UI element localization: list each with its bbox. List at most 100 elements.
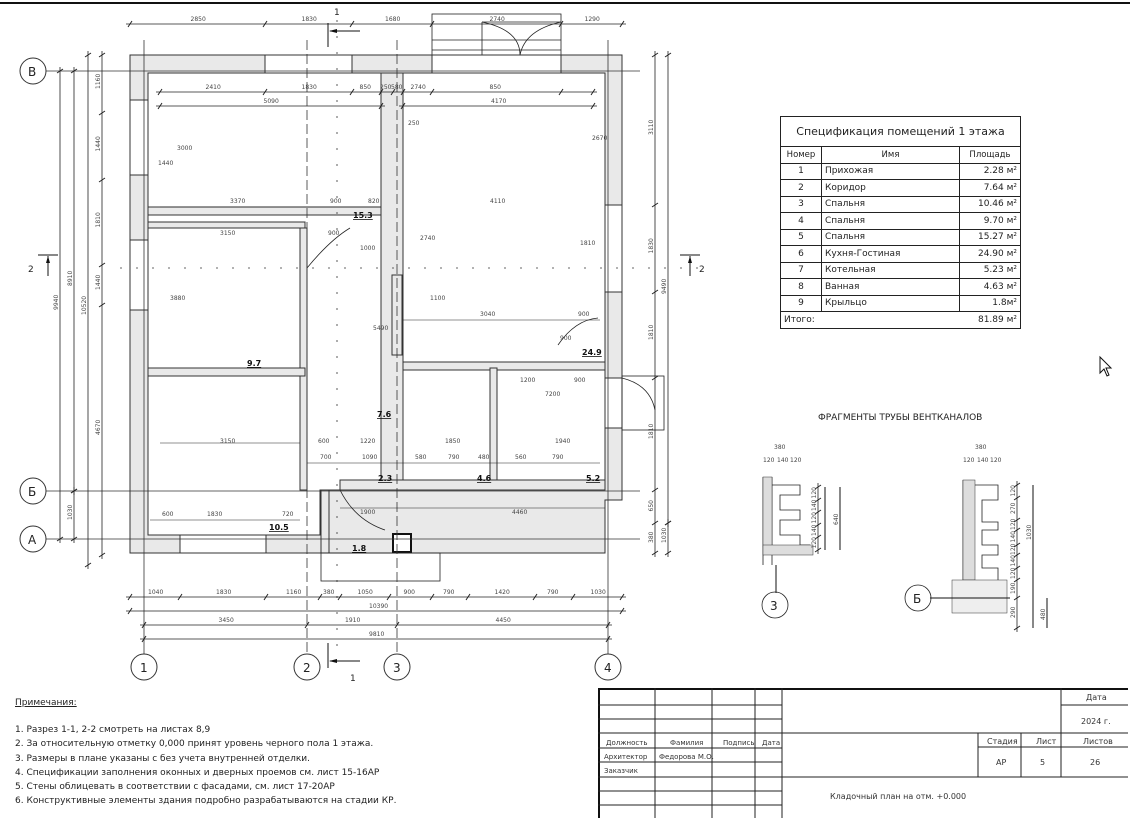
room-number-label: 10.5 xyxy=(269,523,289,532)
dim-text: 650 xyxy=(648,500,655,512)
dim-text: 5090 xyxy=(264,98,279,105)
room-number-label: 24.9 xyxy=(582,348,602,357)
dim-text: 120 xyxy=(1010,543,1017,555)
dim-tick xyxy=(98,302,106,308)
dim-text: 2740 xyxy=(411,84,426,91)
cell-area: 10.46 м² xyxy=(959,195,1021,213)
dim-tick xyxy=(590,88,596,96)
dim-tick xyxy=(349,88,355,96)
axis-circle xyxy=(383,653,411,681)
dim-text: 380 xyxy=(323,589,335,596)
window xyxy=(129,99,149,176)
cell-num: 9 xyxy=(780,294,822,312)
dim-text: 9940 xyxy=(53,295,60,310)
interior-dim-text: 3040 xyxy=(480,311,495,318)
dim-tick xyxy=(590,102,596,110)
axis-circle xyxy=(19,525,47,553)
axis-label: 3 xyxy=(770,599,778,613)
header-name: Имя xyxy=(821,146,960,164)
dim-text: 380 xyxy=(774,444,786,451)
dim-text: 120 xyxy=(811,487,818,499)
dim-tick xyxy=(56,68,64,74)
dim-text: 1160 xyxy=(286,589,301,596)
dim-text: 1830 xyxy=(302,16,317,23)
dim-tick xyxy=(429,88,435,96)
dim-tick xyxy=(651,550,659,556)
dim-text: 2740 xyxy=(490,16,505,23)
room-number-label: 9.7 xyxy=(247,359,261,368)
role-architect: Архитектор xyxy=(604,753,648,761)
dim-text: 640 xyxy=(833,513,840,525)
note-item: 6. Конструктивные элементы здания подроб… xyxy=(15,796,397,807)
dim-tick xyxy=(394,621,400,629)
interior-dim-text: 1200 xyxy=(520,377,535,384)
cell-num: 7 xyxy=(780,261,822,279)
dim-tick xyxy=(1013,542,1021,548)
dim-tick xyxy=(664,52,672,58)
dim-text: 1030 xyxy=(661,528,668,543)
dim-text: 250 xyxy=(380,84,392,91)
dim-text: 1420 xyxy=(495,589,510,596)
window xyxy=(179,534,267,554)
stage-value: АР xyxy=(996,758,1007,767)
dim-tick xyxy=(177,593,183,601)
dim-text: 140 xyxy=(1010,531,1017,543)
date-label: Дата xyxy=(1086,693,1107,702)
side-steps xyxy=(621,375,665,431)
dim-text: 3110 xyxy=(648,120,655,135)
dim-text: 580 xyxy=(391,84,403,91)
dim-tick xyxy=(619,607,625,615)
dim-text: 4450 xyxy=(496,617,511,624)
vent-fragment-b: Б 380 120 140 120 1030 480 1202701201401… xyxy=(904,444,1048,632)
interior-dim-text: 900 xyxy=(560,335,572,342)
dim-text: 1040 xyxy=(148,589,163,596)
dim-tick xyxy=(619,20,625,28)
window xyxy=(431,54,562,74)
room-number-label: 15.3 xyxy=(353,211,373,220)
dim-text: 120 xyxy=(763,457,775,464)
sheets-label: Листов xyxy=(1083,737,1113,746)
dim-tick xyxy=(558,88,564,96)
dim-tick xyxy=(157,88,163,96)
col-surname: Фамилия xyxy=(670,739,704,747)
dim-text: 790 xyxy=(443,589,455,596)
dim-tick xyxy=(317,593,323,601)
section-label: 2 xyxy=(699,265,705,275)
dim-text: 2410 xyxy=(206,84,221,91)
window xyxy=(129,239,149,311)
dim-tick xyxy=(262,88,268,96)
dim-tick xyxy=(1013,552,1021,558)
interior-dim-text: 3880 xyxy=(170,295,185,302)
dim-text: 120 xyxy=(1010,567,1017,579)
interior-dim-text: 900 xyxy=(574,377,586,384)
col-date: Дата xyxy=(762,739,781,747)
dim-tick xyxy=(814,522,822,528)
cell-num: 4 xyxy=(780,212,822,230)
total-label: Итого: xyxy=(780,311,960,329)
cell-num: 2 xyxy=(780,179,822,197)
cell-num: 6 xyxy=(780,245,822,263)
header-number: Номер xyxy=(780,146,822,164)
cell-area: 24.90 м² xyxy=(959,245,1021,263)
vent-shaft xyxy=(392,533,412,553)
dim-tick xyxy=(1013,517,1021,523)
dim-tick xyxy=(429,20,435,28)
dim-tick xyxy=(157,102,163,110)
window xyxy=(604,204,623,293)
table-title: Спецификация помещений 1 этажа xyxy=(780,116,1021,147)
vent-title: ФРАГМЕНТЫ ТРУБЫ ВЕНТКАНАЛОВ xyxy=(818,413,982,423)
dim-tick xyxy=(98,110,106,116)
dim-tick xyxy=(651,289,659,295)
dim-tick xyxy=(651,52,659,58)
header-area: Площадь xyxy=(959,146,1021,164)
dim-tick xyxy=(127,593,133,601)
dim-text: 1440 xyxy=(95,275,102,290)
dim-tick xyxy=(605,635,611,643)
dim-text: 4170 xyxy=(491,98,506,105)
dim-tick xyxy=(558,20,564,28)
axis-circle xyxy=(19,477,47,505)
dim-text: 1680 xyxy=(385,16,400,23)
